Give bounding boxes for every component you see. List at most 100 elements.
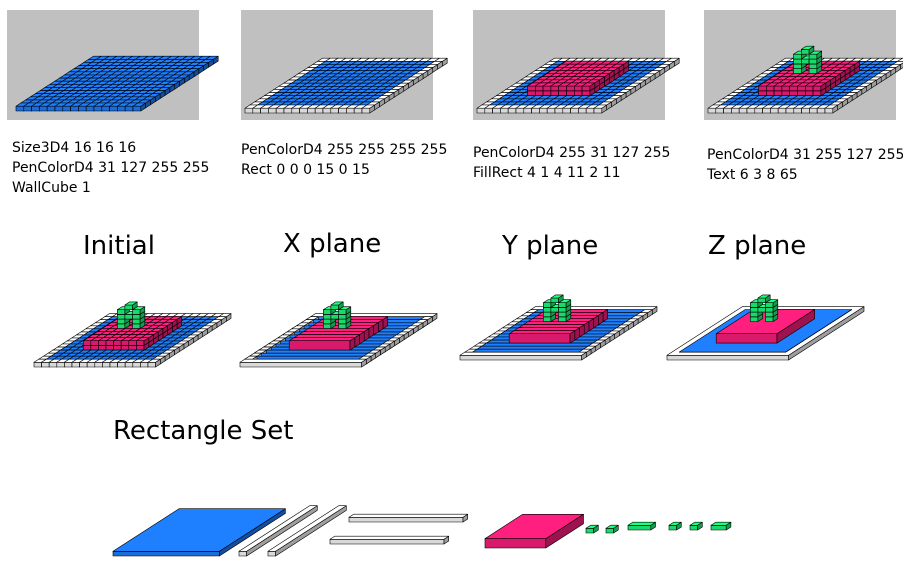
voxel-front xyxy=(573,85,583,92)
voxel-front xyxy=(500,107,509,114)
voxel-front xyxy=(128,340,137,346)
voxel-front xyxy=(136,345,145,351)
voxel-front xyxy=(113,340,122,346)
voxel-front xyxy=(132,309,141,315)
voxel-front xyxy=(70,105,79,112)
voxel-front xyxy=(314,107,324,114)
voxel-front xyxy=(550,85,560,92)
voxel-front xyxy=(738,107,748,114)
voxel-front xyxy=(492,107,501,114)
voxel-front xyxy=(793,107,802,114)
voxel-front xyxy=(585,107,595,114)
voxel-front xyxy=(46,105,56,112)
voxel-front xyxy=(562,107,571,114)
voxel-front xyxy=(593,107,603,114)
voxel-front xyxy=(723,107,732,114)
voxel-front xyxy=(244,107,254,114)
voxel-front xyxy=(573,90,583,96)
voxel-front xyxy=(804,85,814,92)
voxel-front xyxy=(124,314,133,320)
voxel-front xyxy=(476,107,486,114)
voxel-front xyxy=(785,107,795,114)
voxel-front xyxy=(809,107,818,114)
voxel-front xyxy=(765,85,775,92)
voxel-front xyxy=(789,90,798,96)
voxel-front xyxy=(793,63,802,69)
voxel-front xyxy=(124,105,134,112)
voxel-front xyxy=(338,107,347,114)
voxel-front xyxy=(523,107,532,114)
voxel-front xyxy=(554,107,564,114)
voxel-front xyxy=(754,107,763,114)
voxel-front xyxy=(507,107,517,114)
voxel-front xyxy=(82,345,92,351)
voxel-front xyxy=(105,345,114,351)
voxel-front xyxy=(268,107,277,114)
voxel-front xyxy=(527,85,536,92)
voxel-front xyxy=(23,105,32,112)
voxel-front xyxy=(534,85,544,92)
voxel-front xyxy=(85,105,95,112)
voxel-front xyxy=(824,107,834,114)
voxel-front xyxy=(132,323,141,329)
voxel-front xyxy=(566,90,575,96)
voxel-front xyxy=(117,318,126,325)
voxel-front xyxy=(105,340,114,346)
voxel-front xyxy=(531,107,540,114)
voxel-front xyxy=(93,105,103,112)
voxel-front xyxy=(361,107,371,114)
voxel-front xyxy=(812,85,822,92)
voxel-front xyxy=(113,345,122,351)
voxel-front xyxy=(484,107,493,114)
voxel-front xyxy=(801,107,810,114)
voxel-front xyxy=(330,107,339,114)
voxel-front xyxy=(120,345,130,351)
voxel-front xyxy=(566,85,575,92)
voxel-front xyxy=(124,304,133,311)
voxel-front xyxy=(765,90,775,96)
voxel-front xyxy=(781,90,791,96)
voxel-front xyxy=(132,318,141,325)
voxel-front xyxy=(746,107,756,114)
voxel-front xyxy=(546,107,556,114)
voxel-front xyxy=(581,90,591,96)
voxel-front xyxy=(62,105,71,112)
voxel-front xyxy=(90,345,99,351)
voxel-front xyxy=(808,58,818,65)
voxel-front xyxy=(731,107,740,114)
view-initial-scene xyxy=(33,301,232,368)
voxel-front xyxy=(260,107,269,114)
voxel-front xyxy=(98,345,107,351)
voxel-front xyxy=(78,105,87,112)
voxel-front xyxy=(808,68,818,74)
voxel-front xyxy=(812,90,822,96)
voxel-front xyxy=(542,90,552,96)
voxel-front xyxy=(117,105,126,112)
voxel-front xyxy=(82,340,92,346)
voxel-front xyxy=(758,85,767,92)
voxel-front xyxy=(758,90,767,96)
voxel-front xyxy=(770,107,779,114)
step-4-scene xyxy=(707,45,903,114)
voxel-front xyxy=(307,107,316,114)
voxel-front xyxy=(120,340,130,346)
voxel-front xyxy=(773,85,783,92)
voxel-front xyxy=(534,90,544,96)
voxel-front xyxy=(283,107,293,114)
voxel-front xyxy=(793,53,802,60)
voxel-front xyxy=(39,105,48,112)
voxel-front xyxy=(346,107,355,114)
voxel-front xyxy=(109,105,118,112)
voxel-front xyxy=(550,90,560,96)
step-2-scene xyxy=(244,57,448,114)
voxel-front xyxy=(15,105,25,112)
voxel-front xyxy=(793,58,802,65)
voxel-front xyxy=(816,107,826,114)
voxel-front xyxy=(542,85,552,92)
voxel-front xyxy=(136,340,145,346)
voxel-front xyxy=(808,63,818,69)
voxel-front xyxy=(777,107,787,114)
voxel-front xyxy=(558,90,567,96)
voxel-front xyxy=(558,85,567,92)
